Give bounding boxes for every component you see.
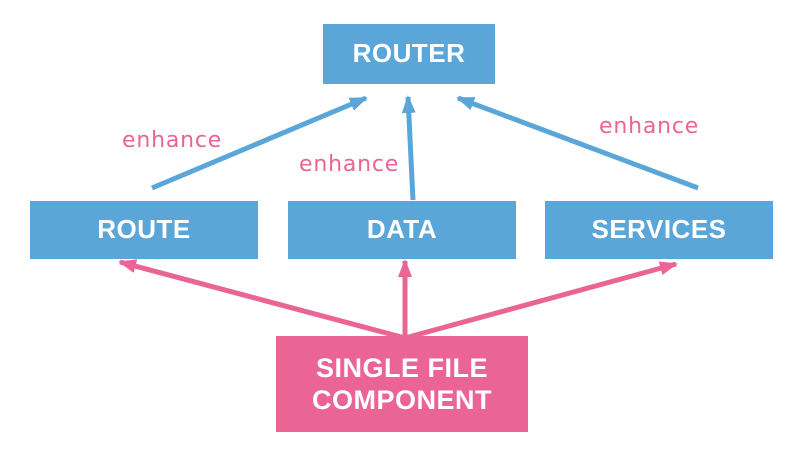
route-node: ROUTE bbox=[30, 201, 258, 259]
single-file-component-node: SINGLE FILE COMPONENT bbox=[276, 336, 528, 432]
arrow-sfc-to-route bbox=[118, 259, 406, 341]
router-node: ROUTER bbox=[323, 24, 495, 84]
sfc-label-line2: COMPONENT bbox=[312, 385, 492, 415]
services-node: SERVICES bbox=[545, 201, 773, 259]
route-label: ROUTE bbox=[97, 214, 191, 245]
arrow-data-to-router bbox=[401, 95, 416, 201]
data-node: DATA bbox=[288, 201, 516, 259]
edge-label-data-router: enhance bbox=[299, 152, 400, 177]
edge-label-route-router: enhance bbox=[122, 128, 223, 153]
arrow-services-to-router bbox=[456, 95, 699, 191]
data-label: DATA bbox=[366, 214, 438, 245]
services-label: SERVICES bbox=[591, 214, 727, 245]
arrow-sfc-to-services bbox=[404, 261, 678, 341]
arrow-route-to-router bbox=[151, 95, 368, 191]
router-label: ROUTER bbox=[352, 38, 466, 69]
edge-label-services-router: enhance bbox=[599, 114, 700, 139]
sfc-label-line1: SINGLE FILE bbox=[315, 352, 488, 383]
